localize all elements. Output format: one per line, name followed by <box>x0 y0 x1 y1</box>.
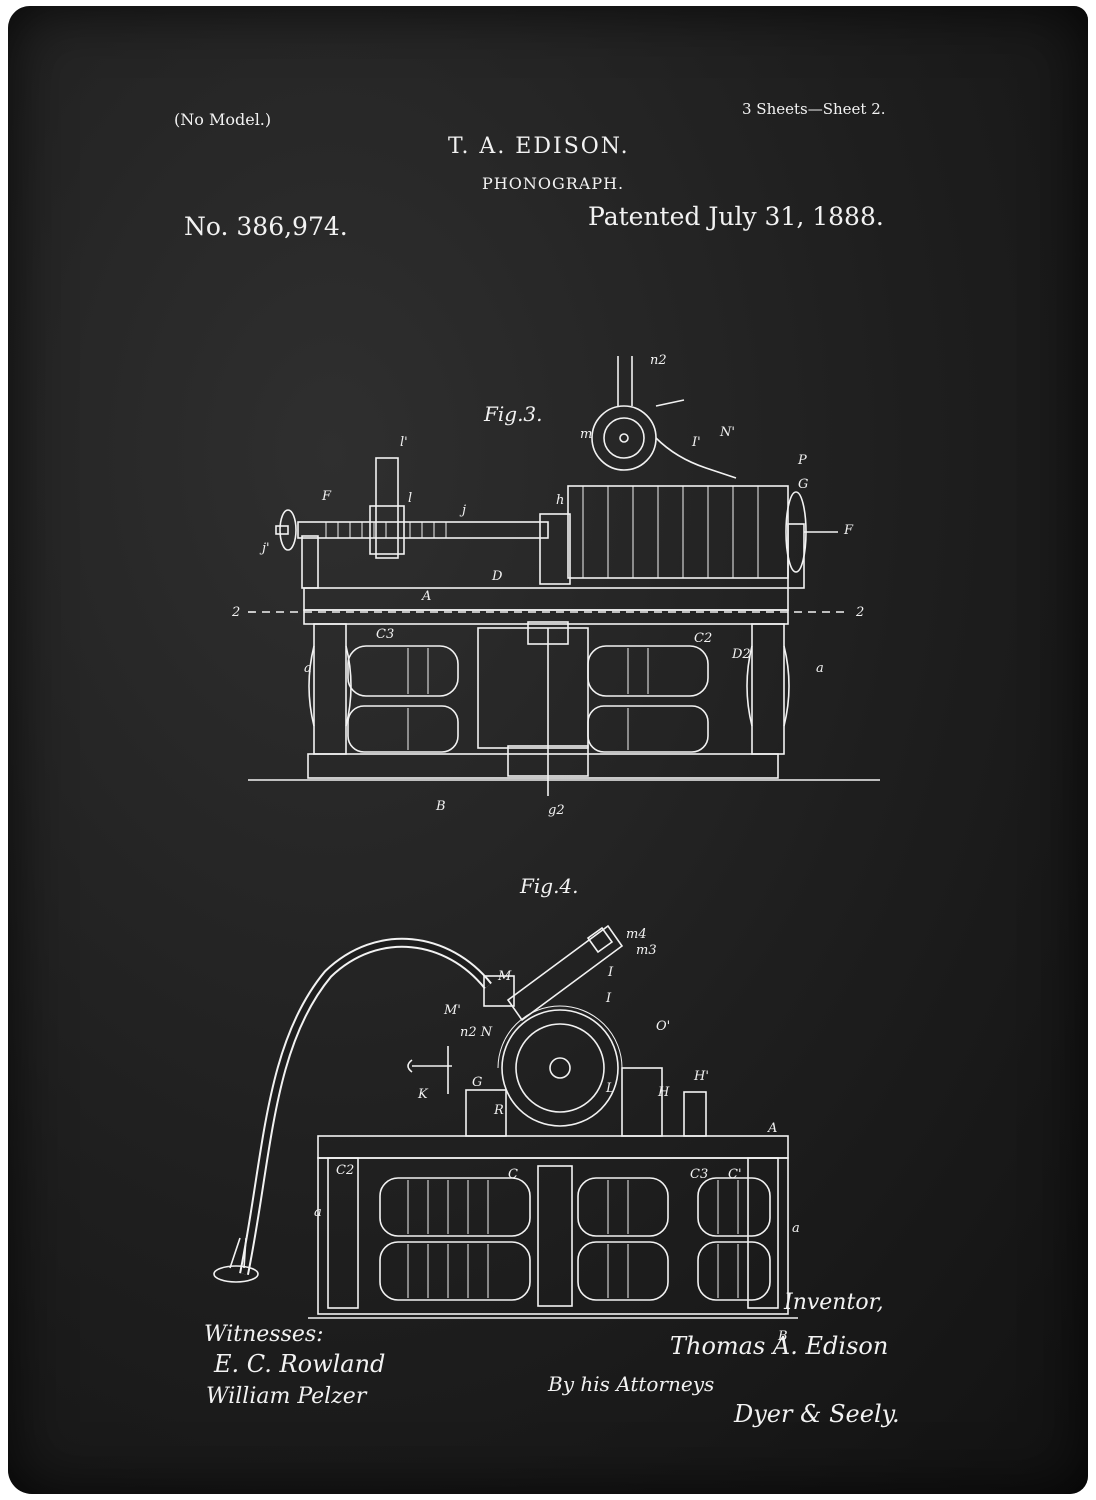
svg-text:C2: C2 <box>694 631 712 646</box>
svg-text:C3: C3 <box>376 627 394 642</box>
svg-text:R: R <box>493 1103 504 1118</box>
svg-text:2: 2 <box>855 605 864 620</box>
witness-signature-2: William Pelzer <box>206 1384 367 1409</box>
svg-text:B: B <box>435 799 446 814</box>
svg-text:D: D <box>491 569 503 584</box>
svg-text:l': l' <box>400 435 408 450</box>
svg-text:K: K <box>417 1087 429 1102</box>
svg-text:a: a <box>792 1221 800 1236</box>
patent-title: PHONOGRAPH. <box>482 174 625 193</box>
svg-text:2: 2 <box>231 605 240 620</box>
svg-text:h: h <box>556 493 564 508</box>
svg-text:O': O' <box>656 1019 670 1034</box>
svg-text:a: a <box>304 661 312 676</box>
svg-text:H': H' <box>693 1069 709 1084</box>
sheets-text: 3 Sheets—Sheet 2. <box>742 100 886 118</box>
svg-text:I: I <box>605 991 612 1006</box>
patent-date: Patented July 31, 1888. <box>588 202 884 231</box>
patent-number: No. 386,974. <box>184 212 348 241</box>
svg-text:N': N' <box>719 425 735 440</box>
no-model-text: (No Model.) <box>174 110 272 129</box>
patent-drawing: j' F l l' j h A D C3 a a C2 D2 n2 m I' N… <box>213 353 880 1344</box>
svg-text:G: G <box>798 477 808 492</box>
inventor-name-header: T. A. EDISON. <box>448 134 630 159</box>
svg-text:C: C <box>508 1167 518 1182</box>
svg-text:F: F <box>843 523 854 538</box>
svg-text:m3: m3 <box>636 943 657 958</box>
svg-text:F: F <box>321 489 332 504</box>
svg-text:M': M' <box>443 1003 461 1018</box>
fig3-label: Fig.3. <box>484 402 543 426</box>
svg-text:I': I' <box>691 435 701 450</box>
svg-text:B: B <box>777 1329 788 1344</box>
svg-text:m: m <box>580 427 592 442</box>
svg-text:A: A <box>421 589 431 604</box>
svg-text:C': C' <box>728 1167 742 1182</box>
svg-text:j': j' <box>259 541 270 556</box>
attorney-signature: Dyer & Seely. <box>734 1400 900 1428</box>
svg-text:D2: D2 <box>731 647 751 662</box>
svg-text:G: G <box>472 1075 482 1090</box>
inventor-label: Inventor, <box>784 1290 884 1315</box>
svg-text:a: a <box>314 1205 322 1220</box>
attorney-label: By his Attorneys <box>548 1372 715 1396</box>
fig3-part-labels: j' F l l' j h A D C3 a a C2 D2 n2 m I' N… <box>231 353 864 818</box>
svg-text:g2: g2 <box>548 803 565 818</box>
svg-text:m4: m4 <box>626 927 647 942</box>
svg-text:j: j <box>459 503 466 518</box>
patent-blanket: (No Model.) 3 Sheets—Sheet 2. T. A. EDIS… <box>8 6 1088 1494</box>
svg-text:l: l <box>408 491 412 506</box>
witness-signature-1: E. C. Rowland <box>214 1350 386 1378</box>
svg-text:n2 N: n2 N <box>460 1025 493 1040</box>
witnesses-label: Witnesses: <box>204 1322 324 1347</box>
svg-text:M: M <box>497 969 512 984</box>
svg-text:C2: C2 <box>336 1163 354 1178</box>
svg-text:H: H <box>657 1085 670 1100</box>
fig3-machine <box>248 356 880 796</box>
svg-text:A: A <box>767 1121 777 1136</box>
fig4-machine <box>213 924 798 1319</box>
svg-text:L: L <box>605 1081 615 1096</box>
fig4-part-labels: m4 m3 M M' n2 N I I O' K G R L H H' A C2… <box>314 927 800 1344</box>
inventor-signature: Thomas A. Edison <box>670 1332 889 1360</box>
svg-text:I: I <box>607 965 614 980</box>
svg-text:n2: n2 <box>650 353 667 368</box>
svg-text:a: a <box>816 661 824 676</box>
svg-text:C3: C3 <box>690 1167 708 1182</box>
svg-text:P: P <box>797 453 807 468</box>
fig4-label: Fig.4. <box>520 874 579 898</box>
